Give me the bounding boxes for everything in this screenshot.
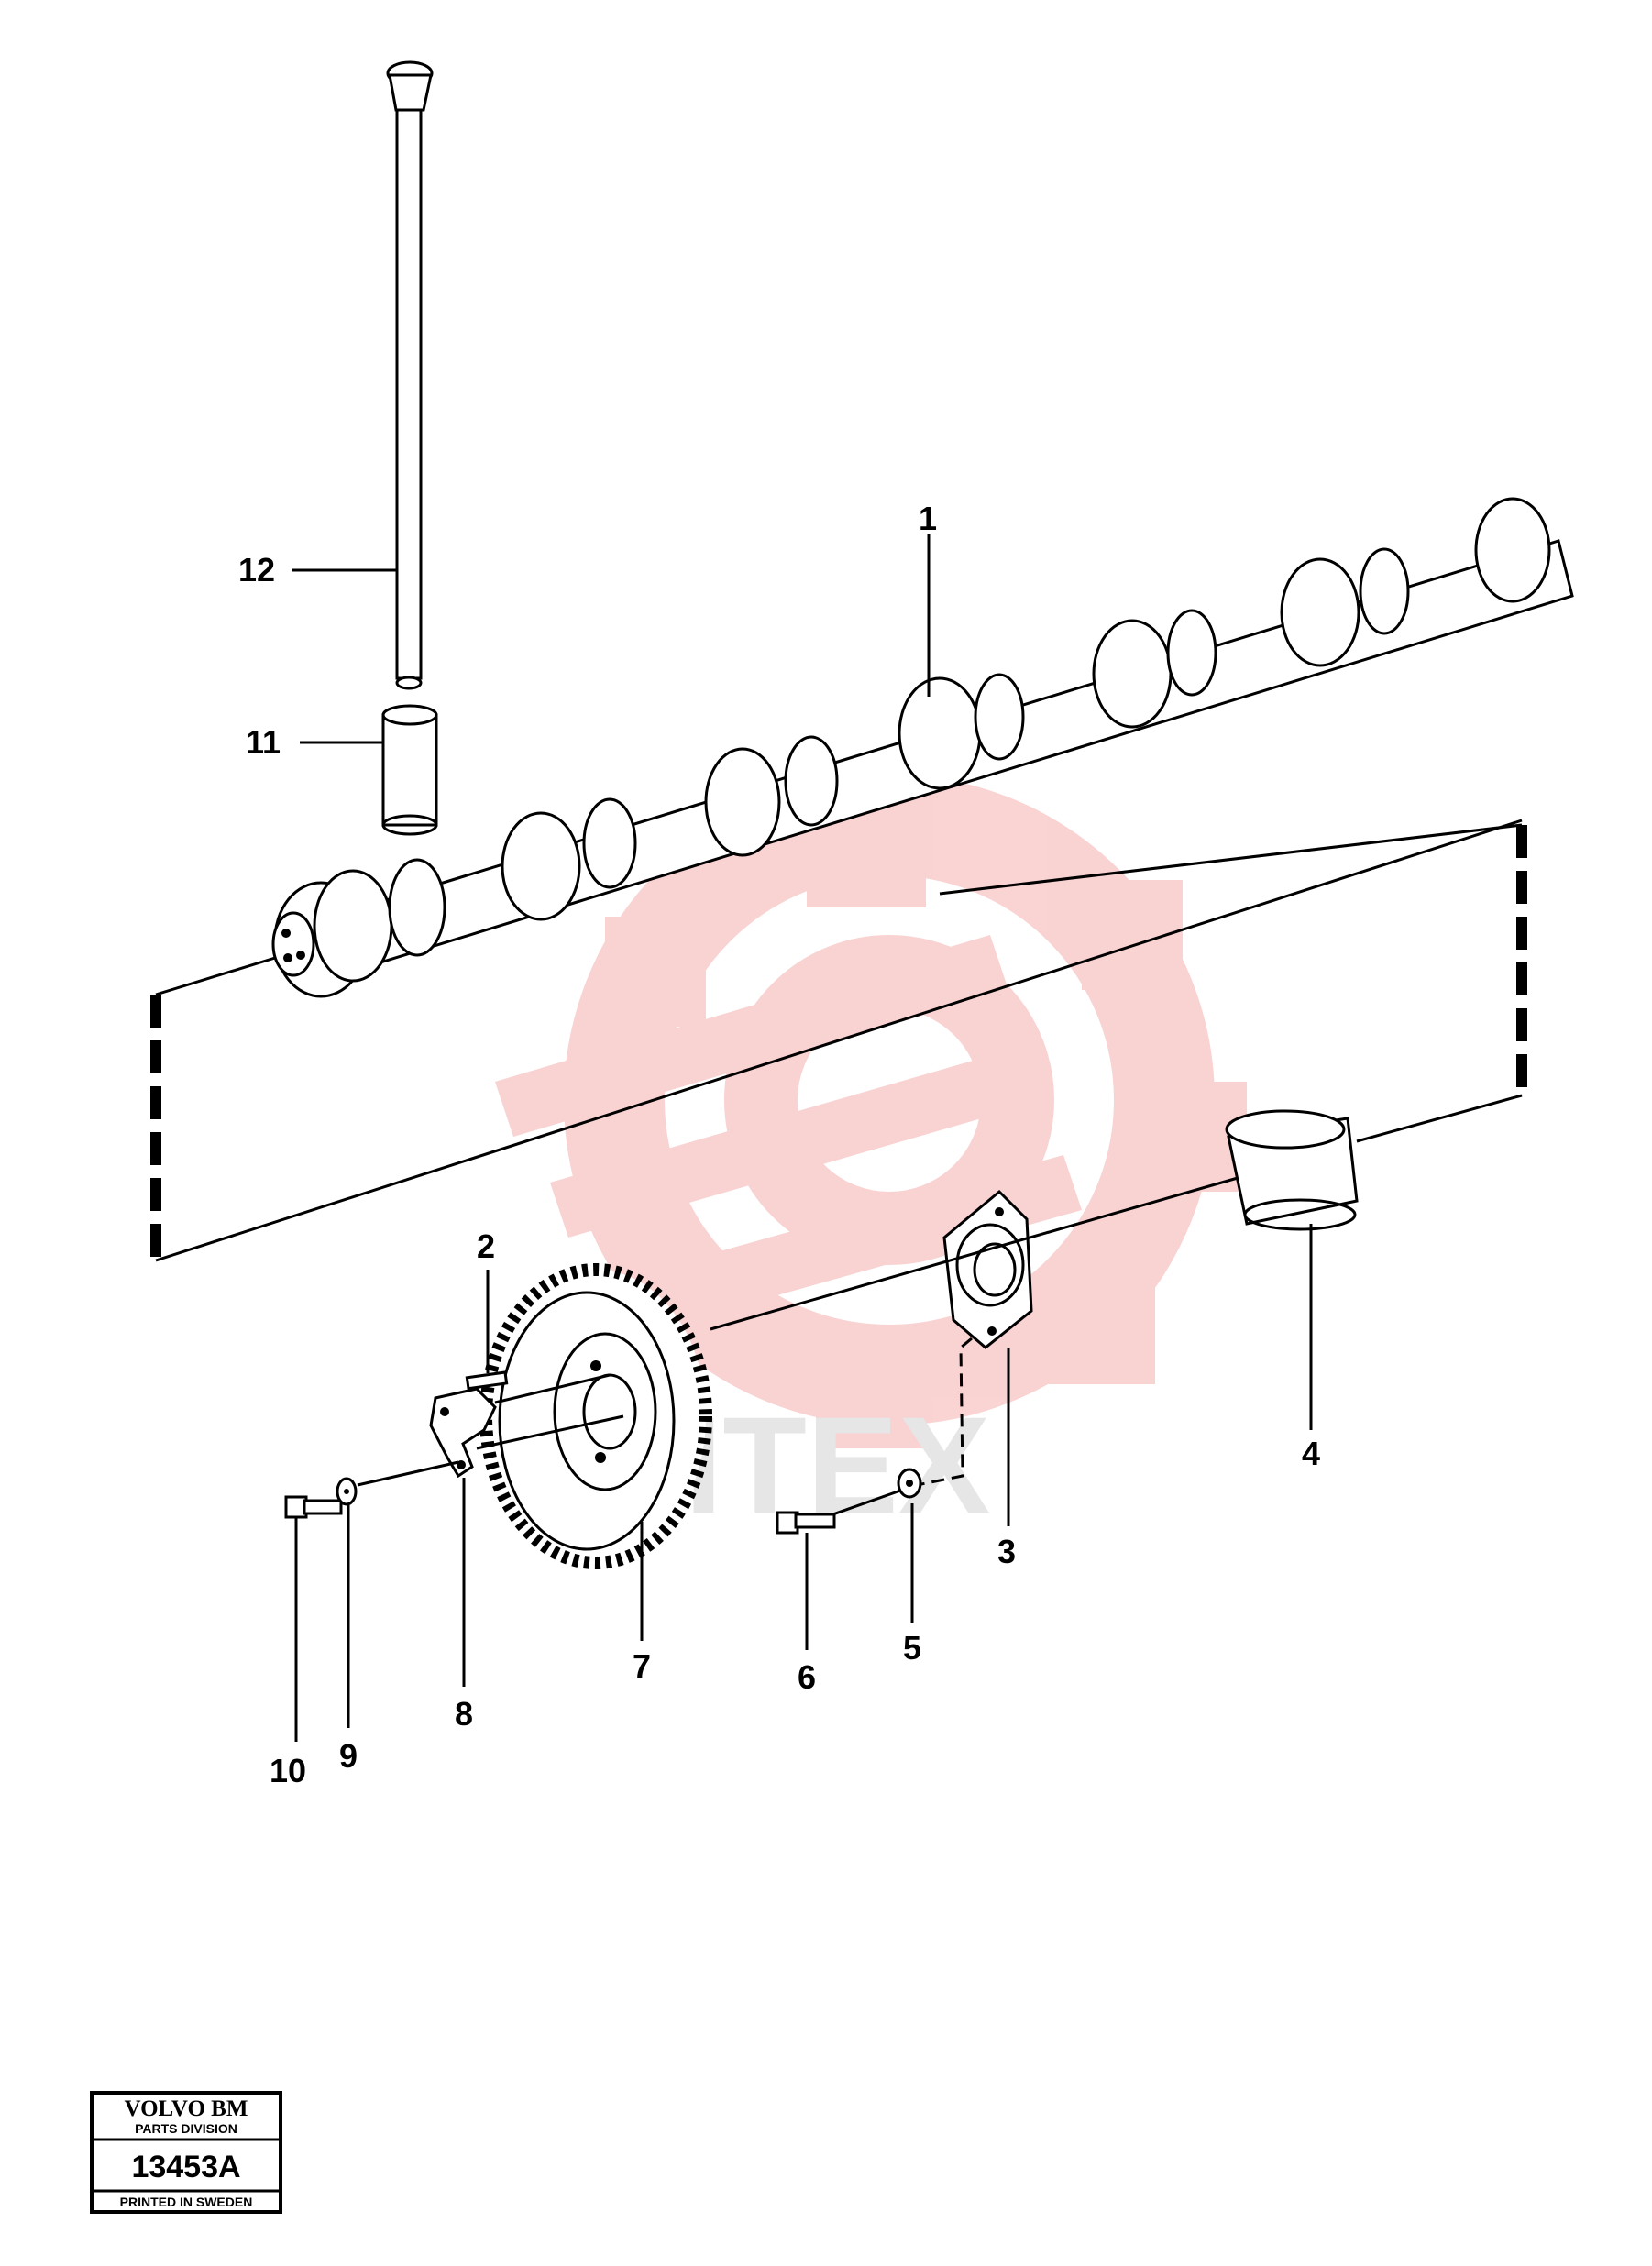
bolt-10 [284,1495,343,1519]
callout-10: 10 [270,1752,306,1789]
parts-stamp: VOLVO BM PARTS DIVISION 13453A PRINTED I… [90,2091,282,2214]
callout-1: 1 [919,500,937,537]
stamp-division: PARTS DIVISION [135,2121,237,2136]
watermark-logo [495,775,1247,1448]
callout-11: 11 [246,723,281,761]
callout-2: 2 [477,1227,495,1265]
leader-lines [292,534,1313,1742]
lock-plate [429,1387,497,1479]
camshaft [271,497,1574,998]
bolt-6 [776,1511,836,1534]
callout-3: 3 [997,1533,1016,1570]
tappet [381,704,438,836]
assembly-axes [357,1176,1239,1519]
callout-7: 7 [633,1647,651,1685]
callout-5: 5 [903,1629,921,1666]
key-pin [465,1370,509,1391]
callout-12: 12 [238,551,275,588]
callout-6: 6 [798,1658,816,1696]
callout-4: 4 [1302,1435,1320,1472]
callout-8: 8 [455,1695,473,1732]
washer-5 [897,1468,922,1499]
stamp-printed: PRINTED IN SWEDEN [120,2194,253,2209]
callout-9: 9 [339,1737,358,1775]
bushing [1225,1109,1359,1231]
stamp-number: 13453A [131,2150,240,2184]
assembly-bracket [150,819,1527,1262]
stamp-brand: VOLVO BM [125,2096,248,2121]
push-rod [386,60,434,690]
camshaft-gear [479,1263,712,1569]
washer-9 [336,1477,358,1506]
